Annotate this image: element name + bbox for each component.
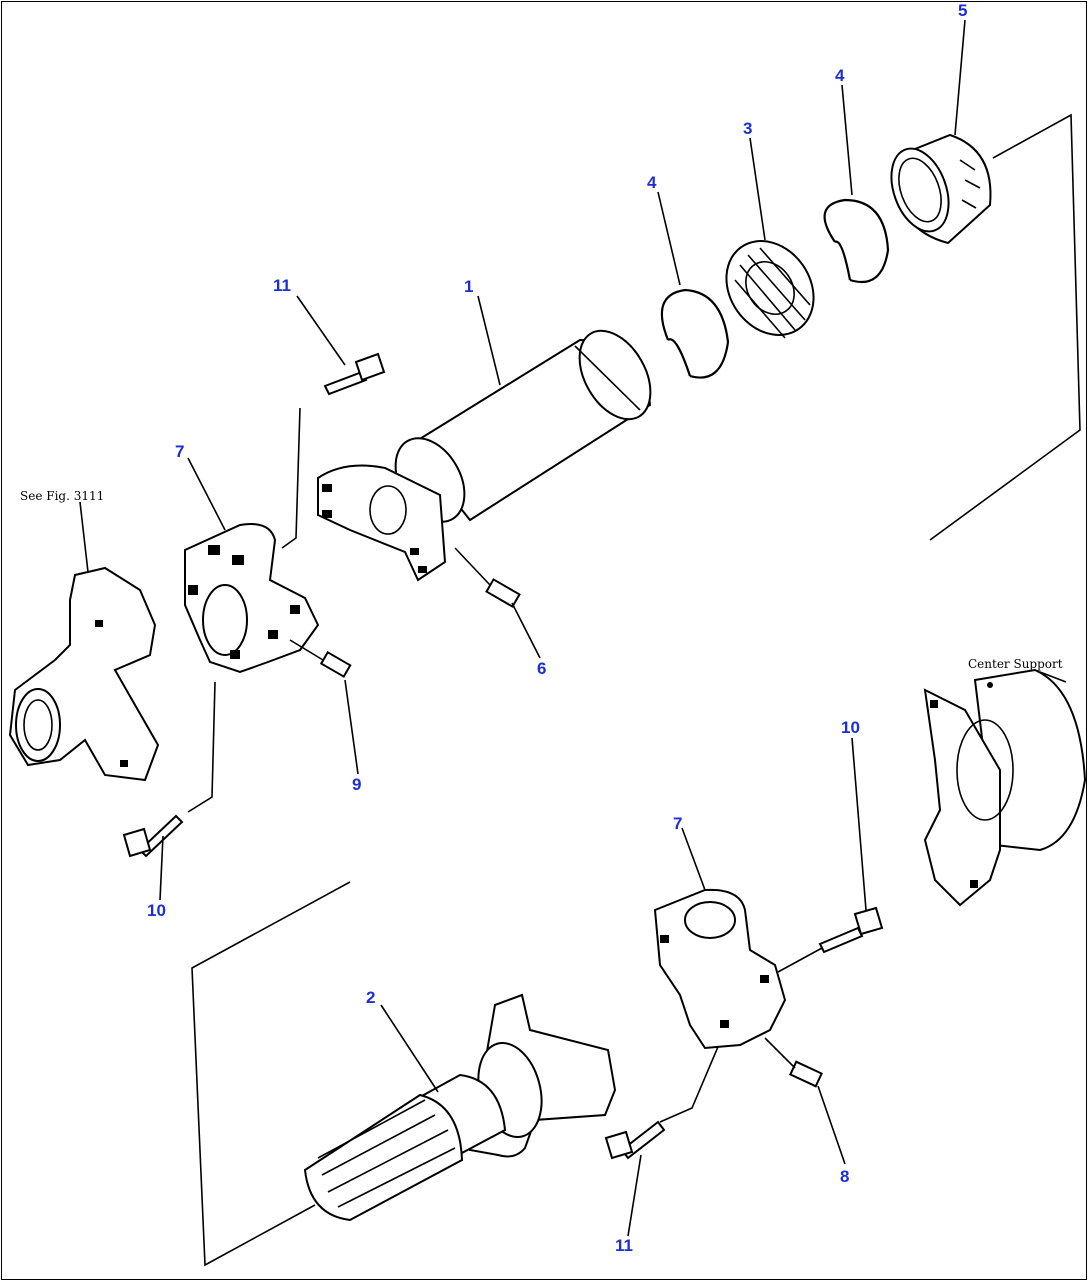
grease-fitting-part-8 [764, 1037, 823, 1088]
callout-7-upper: 7 [175, 442, 184, 461]
callout-7-lower: 7 [673, 814, 682, 833]
callout-6: 6 [537, 659, 546, 678]
callout-4-left: 4 [647, 173, 657, 192]
tube-yoke-part-1 [317, 329, 652, 582]
callout-11-lower: 11 [615, 1236, 633, 1255]
bolt-part-10-right [818, 906, 884, 954]
grease-fitting-part-9 [289, 639, 352, 678]
snap-ring-part-4-left [660, 288, 730, 379]
bolt-part-11-upper [323, 352, 386, 396]
callout-2: 2 [366, 988, 375, 1007]
center-support [923, 668, 1087, 907]
callout-10-right: 10 [841, 718, 860, 737]
callout-5: 5 [958, 1, 967, 20]
universal-joint-part-7-upper [184, 523, 320, 674]
callout-1: 1 [464, 277, 473, 296]
callout-8: 8 [840, 1167, 849, 1186]
transmission-yoke [8, 566, 160, 782]
callout-9: 9 [352, 775, 361, 794]
bolt-part-10-lower-left [122, 814, 184, 858]
assembly-axis-lines [187, 113, 1081, 1267]
callout-4-right: 4 [835, 66, 845, 85]
callout-11-upper: 11 [273, 276, 291, 295]
slip-yoke-part-2 [303, 993, 617, 1222]
snap-ring-part-4-right [823, 198, 890, 284]
center-bearing-part-3 [725, 240, 815, 339]
callout-3: 3 [743, 119, 752, 138]
bolt-part-11-lower [604, 1120, 666, 1160]
leader-lines [79, 19, 1067, 1237]
callout-10-lower-left: 10 [147, 901, 166, 920]
see-fig-note: See Fig. 3111 [20, 489, 104, 503]
bearing-cage-part-5 [890, 133, 992, 245]
universal-joint-part-7-lower [653, 888, 787, 1050]
grease-fitting-part-6 [454, 547, 521, 608]
center-support-label: Center Support [968, 657, 1063, 671]
